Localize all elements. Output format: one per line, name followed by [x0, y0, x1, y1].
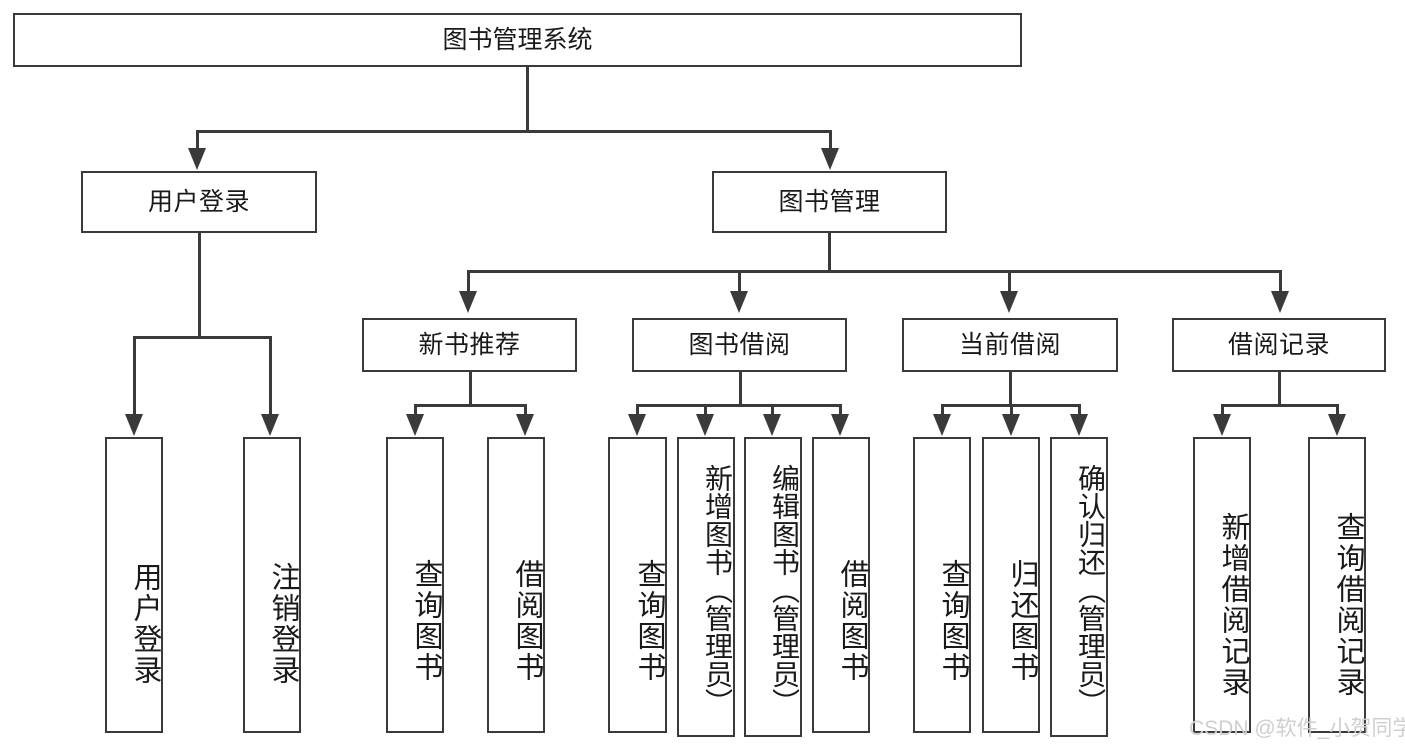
- leaf-user-login-login[interactable]: 用户登录: [105, 437, 163, 733]
- arrow-bm-to-new-book-recommend: [459, 291, 477, 313]
- connector-user-login-drop-2: [269, 336, 272, 416]
- connector-book-management-stem: [828, 233, 831, 270]
- connector-book-management-bus: [467, 270, 1279, 273]
- connector-root-bus: [196, 130, 832, 133]
- connector-br-drop-1: [1221, 404, 1224, 416]
- connector-cb-drop-1: [941, 404, 944, 416]
- node-borrow-record[interactable]: 借阅记录: [1172, 318, 1386, 372]
- arrow-bb-leaf-1: [628, 414, 646, 436]
- arrow-bb-leaf-3: [763, 414, 781, 436]
- arrow-root-to-user-login: [188, 148, 206, 170]
- arrow-user-login-leaf-1: [125, 414, 143, 436]
- connector-bm-drop-2: [738, 270, 741, 293]
- connector-root-stem: [526, 67, 529, 130]
- connector-nbr-drop-2: [524, 404, 527, 416]
- node-book-borrow[interactable]: 图书借阅: [632, 318, 847, 372]
- arrow-bb-leaf-4: [831, 414, 849, 436]
- connector-br-bus: [1221, 404, 1338, 407]
- arrow-bm-to-current-borrow: [1000, 291, 1018, 313]
- connector-cb-stem: [1009, 372, 1012, 404]
- connector-bb-drop-1: [636, 404, 639, 416]
- node-book-management[interactable]: 图书管理: [712, 171, 947, 233]
- connector-root-to-book-management: [829, 130, 832, 150]
- connector-root-to-user-login: [196, 130, 199, 150]
- arrow-br-leaf-1: [1213, 414, 1231, 436]
- watermark-csdn: CSDN @软件_小贺同学: [1189, 717, 1405, 740]
- arrow-bm-to-borrow-record: [1271, 291, 1289, 313]
- connector-bb-drop-4: [839, 404, 842, 416]
- connector-br-stem: [1278, 372, 1281, 404]
- connector-nbr-drop-1: [414, 404, 417, 416]
- leaf-bb-borrow-book[interactable]: 借阅图书: [812, 437, 870, 733]
- leaf-cb-query-book[interactable]: 查询图书: [913, 437, 971, 733]
- connector-bb-drop-3: [771, 404, 774, 416]
- connector-cb-drop-3: [1078, 404, 1081, 416]
- leaf-cb-return-book[interactable]: 归还图书: [982, 437, 1040, 733]
- arrow-cb-leaf-2: [1002, 414, 1020, 436]
- connector-nbr-bus: [414, 404, 526, 407]
- leaf-br-add-record[interactable]: 新增借阅记录: [1193, 437, 1251, 733]
- leaf-user-login-logout[interactable]: 注销登录: [243, 437, 301, 733]
- connector-bm-drop-4: [1279, 270, 1282, 293]
- connector-nbr-stem: [469, 372, 472, 404]
- connector-bb-stem: [739, 372, 742, 404]
- arrow-bm-to-book-borrow: [730, 291, 748, 313]
- connector-cb-drop-2: [1010, 404, 1013, 416]
- connector-br-drop-2: [1336, 404, 1339, 416]
- connector-bm-drop-3: [1008, 270, 1011, 293]
- connector-user-login-stem: [198, 233, 201, 336]
- leaf-bb-edit-book-admin[interactable]: 编辑图书（管理员）: [744, 437, 802, 737]
- leaf-bb-query-book[interactable]: 查询图书: [608, 437, 667, 733]
- connector-bb-bus: [636, 404, 842, 407]
- node-root-book-management-system[interactable]: 图书管理系统: [13, 13, 1022, 67]
- leaf-nbr-borrow-book[interactable]: 借阅图书: [487, 437, 545, 733]
- leaf-br-query-record[interactable]: 查询借阅记录: [1308, 437, 1366, 733]
- leaf-cb-confirm-return-admin[interactable]: 确认归还（管理员）: [1050, 437, 1108, 737]
- leaf-nbr-query-book[interactable]: 查询图书: [386, 437, 444, 733]
- leaf-bb-add-book-admin[interactable]: 新增图书（管理员）: [677, 437, 735, 737]
- arrow-cb-leaf-3: [1070, 414, 1088, 436]
- connector-bm-drop-1: [467, 270, 470, 293]
- connector-user-login-drop-1: [133, 336, 136, 416]
- connector-bb-drop-2: [704, 404, 707, 416]
- arrow-root-to-book-management: [821, 148, 839, 170]
- node-current-borrow[interactable]: 当前借阅: [902, 318, 1118, 372]
- arrow-br-leaf-2: [1328, 414, 1346, 436]
- arrow-nbr-leaf-2: [516, 414, 534, 436]
- arrow-user-login-leaf-2: [261, 414, 279, 436]
- arrow-bb-leaf-2: [696, 414, 714, 436]
- arrow-nbr-leaf-1: [406, 414, 424, 436]
- node-user-login[interactable]: 用户登录: [81, 171, 317, 233]
- arrow-cb-leaf-1: [933, 414, 951, 436]
- connector-user-login-bus: [133, 336, 271, 339]
- node-new-book-recommend[interactable]: 新书推荐: [362, 318, 577, 372]
